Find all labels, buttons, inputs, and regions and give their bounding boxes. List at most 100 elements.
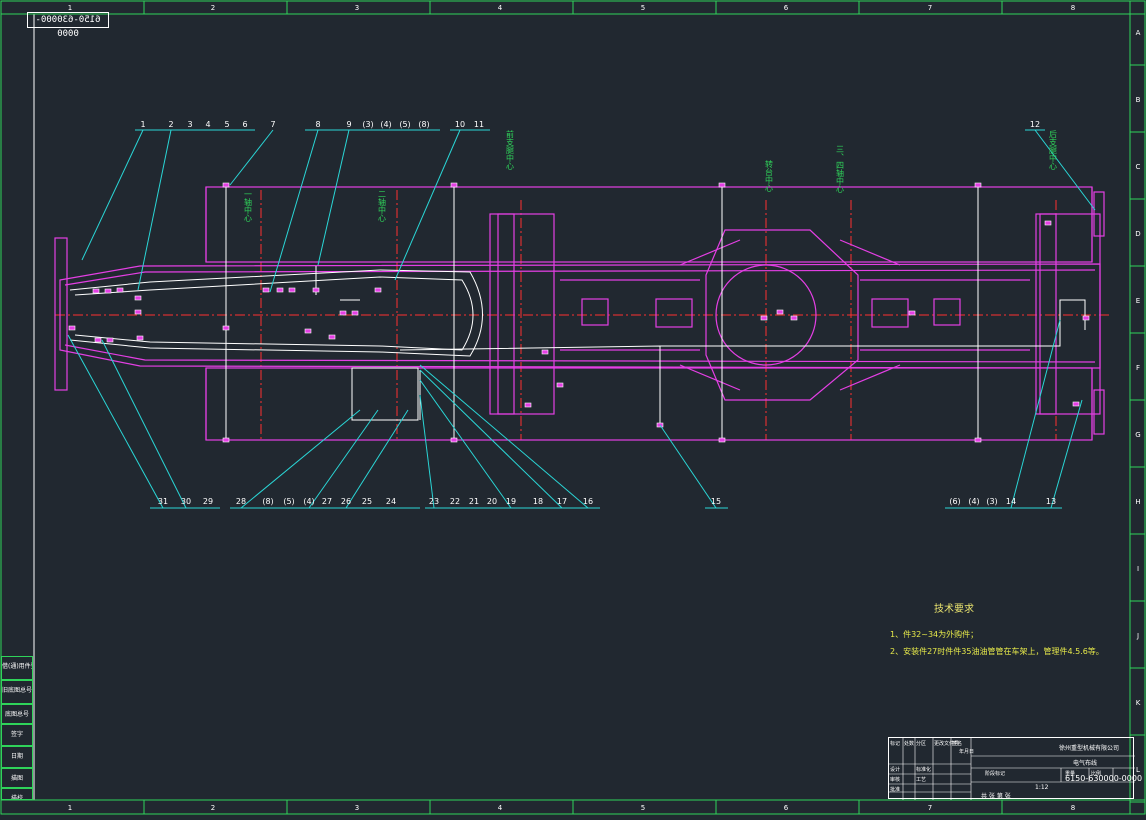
callout-top-14: 11 <box>474 120 484 129</box>
callout-bottom-11: 23 <box>429 497 439 506</box>
callout-bottom-17: 17 <box>557 497 567 506</box>
callout-bottom-5: (5) <box>283 497 294 506</box>
component-marker <box>718 182 726 188</box>
callout-bottom-10: 24 <box>386 497 396 506</box>
row-label: C <box>1136 163 1141 171</box>
callout-bottom-4: (8) <box>262 497 273 506</box>
callout-top-3: 4 <box>205 120 210 129</box>
callout-bottom-7: 27 <box>322 497 332 506</box>
component-marker <box>1072 401 1080 407</box>
title-sheet: 共 张 第 张 <box>981 793 1011 800</box>
row-label: G <box>1135 431 1140 439</box>
callout-top-13: 10 <box>455 120 465 129</box>
meta-label-4: 签名 <box>952 741 963 747</box>
component-marker <box>908 310 916 316</box>
component-marker <box>262 287 270 293</box>
callout-top-6: 7 <box>270 120 275 129</box>
component-marker <box>718 437 726 443</box>
col-label-bottom: 8 <box>1071 804 1075 812</box>
meta-label-9: 工艺 <box>916 777 927 783</box>
center-label-0: 一轴中心 <box>244 190 253 222</box>
callout-bottom-12: 22 <box>450 497 460 506</box>
component-marker <box>1082 315 1090 321</box>
callout-top-9: (3) <box>362 120 373 129</box>
meta-label-11: 阶段标记 <box>985 771 1006 777</box>
tech-title: 技术要求 <box>934 604 974 615</box>
row-label: A <box>1136 29 1141 37</box>
component-marker <box>312 287 320 293</box>
row-label: H <box>1135 498 1140 506</box>
callout-bottom-3: 28 <box>236 497 246 506</box>
col-label-top: 8 <box>1071 4 1075 12</box>
side-panel-row-4: 日期 <box>1 746 33 768</box>
meta-label-8: 审核 <box>890 777 901 783</box>
component-marker <box>116 287 124 293</box>
side-panel-row-1: 旧底图总号 <box>1 680 33 704</box>
center-label-3: 转台中心 <box>765 159 774 192</box>
component-marker <box>1044 220 1052 226</box>
row-label: J <box>1136 632 1139 640</box>
row-label: D <box>1135 230 1140 238</box>
callout-bottom-2: 29 <box>203 497 213 506</box>
drawing-number-mirrored: 6150-630000-0000 <box>27 12 109 39</box>
component-marker <box>222 325 230 331</box>
component-marker <box>134 295 142 301</box>
title-name: 电气布线 <box>1073 760 1098 767</box>
callout-bottom-18: 16 <box>583 497 593 506</box>
meta-label-1: 处数 <box>904 741 915 747</box>
col-label-top: 1 <box>68 4 72 12</box>
callout-bottom-8: 26 <box>341 497 351 506</box>
title-block: 徐州重型机械有限公司 电气布线 6150-630000-0000 1:12 共 … <box>888 737 1142 800</box>
meta-label-10: 批准 <box>890 787 901 793</box>
electrical-components <box>68 182 1090 443</box>
meta-label-0: 标记 <box>890 741 901 747</box>
component-marker <box>304 328 312 334</box>
callout-bottom-23: 14 <box>1006 497 1016 506</box>
row-label: B <box>1136 96 1141 104</box>
component-marker <box>790 315 798 321</box>
col-label-bottom: 3 <box>355 804 359 812</box>
callout-top-15: 12 <box>1030 120 1040 129</box>
row-label: F <box>1136 364 1140 372</box>
col-label-bottom: 7 <box>928 804 932 812</box>
technical-requirements: 技术要求 1、件32~34为外购件； 2、安装件27时件件35油油管管在车架上，… <box>888 600 1128 657</box>
component-marker <box>974 182 982 188</box>
tech-item-1: 1、件32~34为外购件； <box>890 630 979 639</box>
callout-top-10: (4) <box>380 120 391 129</box>
side-panel-row-3: 签字 <box>1 724 33 746</box>
col-label-bottom: 1 <box>68 804 72 812</box>
callout-bottom-19: 15 <box>711 497 721 506</box>
title-scale: 1:12 <box>1035 784 1049 791</box>
component-marker <box>134 309 142 315</box>
callout-top-12: (8) <box>418 120 429 129</box>
col-label-top: 5 <box>641 4 645 12</box>
callout-top-0: 1 <box>140 120 145 129</box>
component-marker <box>760 315 768 321</box>
callout-top-4: 5 <box>224 120 229 129</box>
callout-bottom-15: 19 <box>506 497 516 506</box>
side-panel-row-5: 描图 <box>1 768 33 788</box>
component-marker <box>94 337 102 343</box>
component-marker <box>374 287 382 293</box>
center-label-1: 二轴中心 <box>378 190 387 222</box>
meta-label-2: 分区 <box>916 741 927 747</box>
component-marker <box>104 288 112 294</box>
side-panel-row-6: 描校 <box>1 788 33 800</box>
side-panel-row-2: 底图总号 <box>1 704 33 724</box>
callout-bottom-1: 30 <box>181 497 191 506</box>
col-label-top: 6 <box>784 4 789 12</box>
callout-top-8: 9 <box>346 120 351 129</box>
center-label-4: 三、四轴中心 <box>836 145 845 193</box>
component-marker <box>450 437 458 443</box>
callout-bottom-13: 21 <box>469 497 479 506</box>
title-company: 徐州重型机械有限公司 <box>1059 745 1120 752</box>
component-marker <box>450 182 458 188</box>
component-marker <box>92 288 100 294</box>
col-label-top: 7 <box>928 4 932 12</box>
wiring-harness <box>69 187 1086 440</box>
chassis-frame <box>54 186 1105 441</box>
callout-top-1: 2 <box>168 120 173 129</box>
